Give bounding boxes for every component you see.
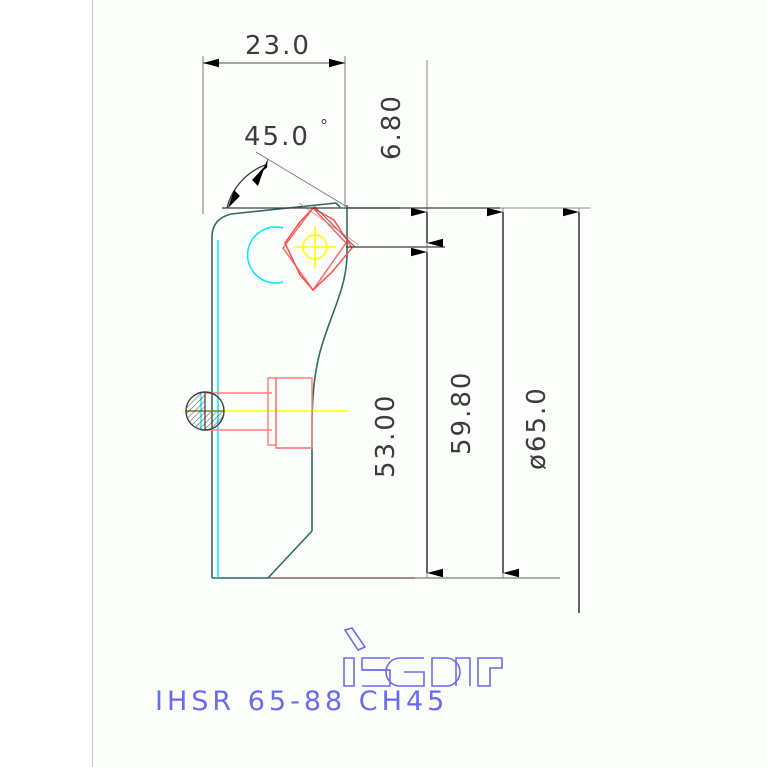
dimension-label-width: 23.0	[245, 31, 311, 61]
iscar-logo	[343, 627, 503, 687]
dimension-diameter-overall: ø65.0	[500, 207, 590, 613]
dimension-label-angle-unit: °	[320, 116, 330, 135]
dimension-height-outer: 59.80	[415, 207, 560, 579]
hidden-feature-lines	[200, 226, 284, 578]
dimension-label-angle: 45.0	[244, 122, 310, 152]
dimension-label-diameter: ø65.0	[522, 386, 552, 470]
coolant-hole	[185, 391, 225, 431]
dimension-label-height-outer: 59.80	[447, 371, 477, 455]
dimension-height-inner: 53.00	[371, 247, 443, 578]
dimension-offset-small: 6.80	[346, 60, 500, 260]
insert-center-mark	[183, 226, 348, 412]
dimension-angle-chamfer: 45.0 °	[222, 116, 400, 209]
part-number-label: IHSR 65-88 CH45	[155, 686, 448, 717]
shank-feature	[205, 377, 313, 449]
indexable-insert-pocket	[282, 202, 360, 292]
dimension-label-height-inner: 53.00	[371, 394, 401, 478]
dimension-label-offset: 6.80	[377, 94, 407, 160]
dimension-width-top: 23.0	[202, 31, 346, 214]
tool-body-outline	[211, 202, 560, 579]
